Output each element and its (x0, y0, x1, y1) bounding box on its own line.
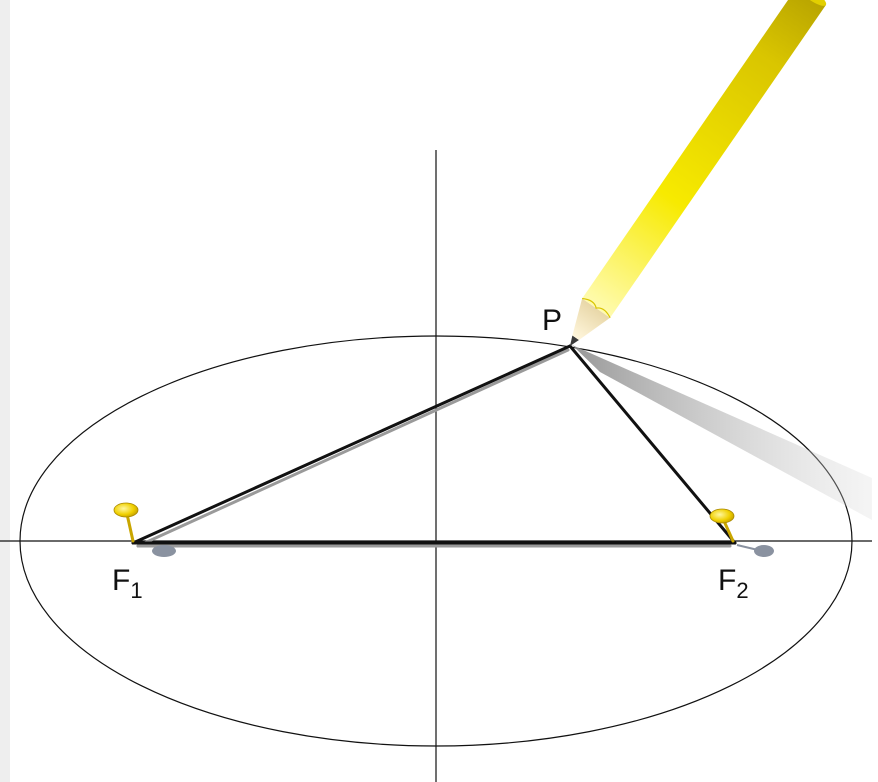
pencil-shadow (572, 345, 872, 520)
pin-shadow-f2 (754, 545, 774, 557)
left-margin-strip (0, 0, 10, 782)
point-p-label: P (542, 304, 562, 337)
pin-shadow-f1 (152, 545, 176, 557)
focus-1-label: F1 (112, 564, 143, 603)
focus-2-label: F2 (718, 564, 749, 603)
string (131, 344, 737, 545)
pencil-icon (570, 0, 827, 346)
ellipse-curve (19, 335, 853, 747)
string-shadow (136, 348, 732, 548)
push-pin-icon (113, 502, 139, 543)
push-pin-icon (709, 508, 735, 543)
